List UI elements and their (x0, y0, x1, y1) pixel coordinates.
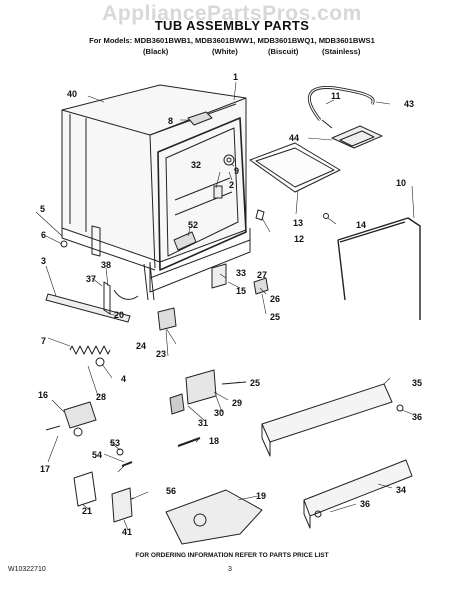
callout-37: 37 (86, 274, 96, 284)
callout-38: 38 (101, 260, 111, 270)
callout-4: 4 (121, 374, 126, 384)
callout-1: 1 (233, 72, 238, 82)
callout-12: 12 (294, 234, 304, 244)
callout-27: 27 (257, 270, 267, 280)
callout-53: 53 (110, 438, 120, 448)
callout-24: 24 (136, 341, 146, 351)
callout-30: 30 (214, 408, 224, 418)
callout-20: 20 (114, 310, 124, 320)
drain-pump (185, 369, 217, 405)
callout-23: 23 (156, 349, 166, 359)
callout-52: 52 (188, 220, 198, 230)
callout-41: 41 (122, 527, 132, 537)
callout-2: 2 (229, 180, 234, 190)
callout-17: 17 (40, 464, 50, 474)
callout-14: 14 (356, 220, 366, 230)
toe-panel-34 (303, 459, 413, 517)
color-black: (Black) (143, 47, 169, 56)
insulation-blanket (165, 489, 263, 545)
callout-56: 56 (166, 486, 176, 496)
callout-33: 33 (236, 268, 246, 278)
callout-54: 54 (92, 450, 102, 460)
callout-8: 8 (168, 116, 173, 126)
tub-gasket-10 (337, 217, 421, 320)
color-stainless: (Stainless) (322, 47, 361, 56)
callout-25-lower: 25 (250, 378, 260, 388)
callout-32: 32 (191, 160, 201, 170)
page-title: TUB ASSEMBLY PARTS (154, 18, 310, 33)
callout-7: 7 (41, 336, 46, 346)
callout-36-lower: 36 (360, 499, 370, 509)
door-spring (69, 345, 111, 355)
callout-40: 40 (67, 89, 77, 99)
callout-43: 43 (404, 99, 414, 109)
callout-11: 11 (331, 91, 341, 101)
tub-body (61, 84, 251, 293)
callout-3: 3 (41, 256, 46, 266)
callout-35: 35 (412, 378, 422, 388)
callout-16: 16 (38, 390, 48, 400)
callout-44: 44 (289, 133, 299, 143)
models-line: For Models: MDB3601BWB1, MDB3601BWW1, MD… (89, 36, 375, 45)
callout-15: 15 (236, 286, 246, 296)
callout-10: 10 (396, 178, 406, 188)
gasket (249, 142, 341, 193)
callout-18: 18 (209, 436, 219, 446)
callout-36-upper: 36 (412, 412, 422, 422)
part-callouts: 1 2 3 4 5 6 7 8 9 10 11 12 13 14 15 16 1… (38, 72, 422, 537)
callout-6: 6 (41, 230, 46, 240)
color-biscuit: (Biscuit) (268, 47, 299, 56)
ordering-note: FOR ORDERING INFORMATION REFER TO PARTS … (135, 552, 329, 559)
callout-31: 31 (198, 418, 208, 428)
callout-28: 28 (96, 392, 106, 402)
callout-13: 13 (293, 218, 303, 228)
color-white: (White) (212, 47, 238, 56)
callout-19: 19 (256, 491, 266, 501)
callout-21: 21 (82, 506, 92, 516)
watermark: AppliancePartsPros.com (102, 2, 362, 25)
callout-9: 9 (234, 166, 239, 176)
document-id: W10322710 (8, 566, 46, 573)
toe-panel-35 (261, 383, 393, 443)
callout-34: 34 (396, 485, 406, 495)
callout-29: 29 (232, 398, 242, 408)
page-number: 3 (228, 566, 232, 573)
callout-26: 26 (270, 294, 280, 304)
callout-5: 5 (40, 204, 45, 214)
fill-hose (307, 85, 375, 121)
callout-25-upper: 25 (270, 312, 280, 322)
inlet-valve (63, 401, 97, 429)
